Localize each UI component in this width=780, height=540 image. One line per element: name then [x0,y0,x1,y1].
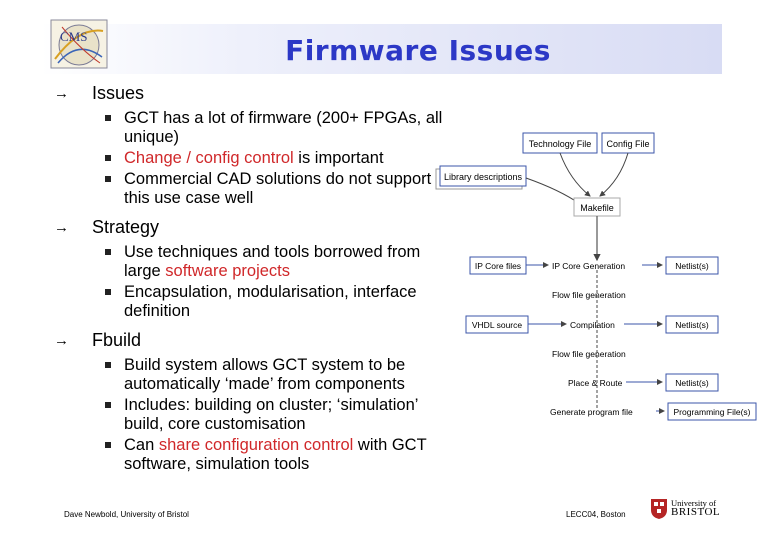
square-bullet-icon [105,249,111,255]
netlists-box-2: Netlist(s) [665,315,719,334]
footer-author: Dave Newbold, University of Bristol [64,510,189,519]
list-item: Encapsulation, modularisation, interface… [52,283,452,321]
university-logo-text: University of BRISTOL [671,498,721,518]
compilation-label: Compilation [570,320,615,330]
svg-text:VHDL source: VHDL source [472,320,523,330]
highlighted-text: software projects [165,262,290,280]
title-bar [40,24,722,74]
svg-text:Programming File(s): Programming File(s) [674,407,751,417]
bullet-list: GCT has a lot of firmware (200+ FPGAs, a… [52,109,452,208]
square-bullet-icon [105,289,111,295]
netlists-box-3: Netlist(s) [665,373,719,392]
arrow-bullet-icon: → [54,85,69,102]
programming-files-box: Programming File(s) [667,402,757,421]
arrow-bullet-icon: → [54,332,69,349]
list-item: Use techniques and tools borrowed from l… [52,243,452,281]
svg-text:Netlist(s): Netlist(s) [675,320,709,330]
config-file-box: Config File [601,132,655,154]
square-bullet-icon [105,402,111,408]
section-heading-label: Fbuild [92,330,142,350]
list-item: Build system allows GCT system to be aut… [52,356,452,394]
arrow-bullet-icon: → [54,219,69,236]
university-line2: BRISTOL [671,506,721,518]
section-heading-label: Issues [92,83,145,103]
square-bullet-icon [105,442,111,448]
bullet-text: is important [293,149,384,167]
square-bullet-icon [105,155,111,161]
footer-event: LECC04, Boston [566,510,626,519]
highlighted-text: share configuration control [158,436,354,454]
section-heading: → Issues [52,84,452,103]
generate-program-file-label: Generate program file [550,407,633,417]
bullet-list: Build system allows GCT system to be aut… [52,356,452,474]
svg-text:Config File: Config File [606,139,649,149]
bullet-text: Commercial CAD solutions do not support … [124,170,432,207]
bristol-crest-icon [651,499,667,519]
bullet-text: Encapsulation, modularisation, interface… [124,283,417,320]
bullet-text: Build system allows GCT system to be aut… [124,356,406,393]
bullet-text: Includes: building on cluster; ‘simulati… [124,396,418,433]
list-item: Includes: building on cluster; ‘simulati… [52,396,452,434]
section-heading-label: Strategy [92,217,160,237]
svg-text:Makefile: Makefile [580,203,614,213]
build-flow-diagram: Technology File Config File Library desc… [435,132,757,421]
ip-core-generation-label: IP Core Generation [552,261,625,271]
list-item: Change / config control is important [52,149,452,168]
netlists-box-1: Netlist(s) [665,256,719,275]
svg-text:Technology File: Technology File [529,139,592,149]
place-route-label: Place & Route [568,378,623,388]
page-title: Firmware Issues [285,34,551,67]
svg-text:Library descriptions: Library descriptions [444,172,523,182]
bullet-text: with GCT software, simulation tools [124,436,427,473]
square-bullet-icon [105,176,111,182]
section-heading: → Strategy [52,218,452,237]
square-bullet-icon [105,362,111,368]
bullet-text: GCT has a lot of firmware (200+ FPGAs, a… [124,109,443,146]
cms-logo: CMS [50,19,108,69]
list-item: GCT has a lot of firmware (200+ FPGAs, a… [52,109,452,147]
bullet-list: Use techniques and tools borrowed from l… [52,243,452,321]
svg-text:CMS: CMS [60,29,87,44]
bullet-text: Use techniques and tools borrowed from l… [124,243,421,280]
flow-file-generation-label-2: Flow file generation [552,349,626,359]
library-descriptions-box: Library descriptions [435,165,527,190]
highlighted-text: Change / config control [124,149,294,167]
svg-text:IP Core files: IP Core files [475,261,521,271]
ip-core-files-box: IP Core files [469,256,527,275]
svg-text:Netlist(s): Netlist(s) [675,378,709,388]
section-heading: → Fbuild [52,331,452,350]
makefile-box: Makefile [573,197,621,217]
svg-text:Netlist(s): Netlist(s) [675,261,709,271]
list-item: Commercial CAD solutions do not support … [52,170,452,208]
square-bullet-icon [105,115,111,121]
list-item: Can share configuration control with GCT… [52,436,452,474]
flow-file-generation-label-1: Flow file generation [552,290,626,300]
bullet-text: Can [124,436,159,454]
vhdl-source-box: VHDL source [465,315,529,334]
technology-file-box: Technology File [522,132,598,154]
university-line1: University of [671,498,717,508]
